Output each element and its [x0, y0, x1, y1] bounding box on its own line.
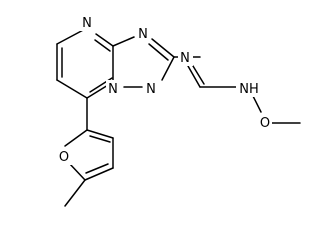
- bond: [95, 33, 114, 47]
- bond: [86, 129, 114, 139]
- bond: [84, 167, 114, 181]
- molecule-diagram: N N N N N NH O O: [56, 14, 301, 207]
- bond: [187, 65, 201, 88]
- bond: [94, 39, 111, 52]
- atom-label-n-triazole-top: N: [138, 27, 148, 42]
- bonds: [56, 27, 301, 207]
- bond: [151, 38, 175, 58]
- atom-label-n-triazole-bottom: N: [146, 82, 156, 97]
- bond: [192, 65, 205, 85]
- bond: [161, 56, 175, 81]
- bond: [68, 162, 86, 181]
- atom-label-o-furan: O: [59, 150, 69, 165]
- bond: [112, 36, 135, 47]
- atom-label-n-imine: N: [180, 51, 190, 66]
- structure-drawing: N N N N N NH O O: [56, 14, 301, 207]
- bond: [64, 179, 86, 207]
- atom-label-o-methoxy: O: [260, 116, 270, 131]
- bond: [89, 135, 111, 143]
- bond: [56, 79, 88, 99]
- atom-label-nh: NH: [239, 82, 259, 97]
- bond: [64, 129, 88, 147]
- bond: [148, 43, 169, 61]
- bond: [85, 163, 109, 174]
- atom-labels: N N N N N NH O O: [57, 14, 272, 165]
- bond: [252, 95, 262, 113]
- atom-label-n-pyrimidine: N: [82, 16, 92, 31]
- atom-label-n-bridgehead: N: [108, 82, 118, 97]
